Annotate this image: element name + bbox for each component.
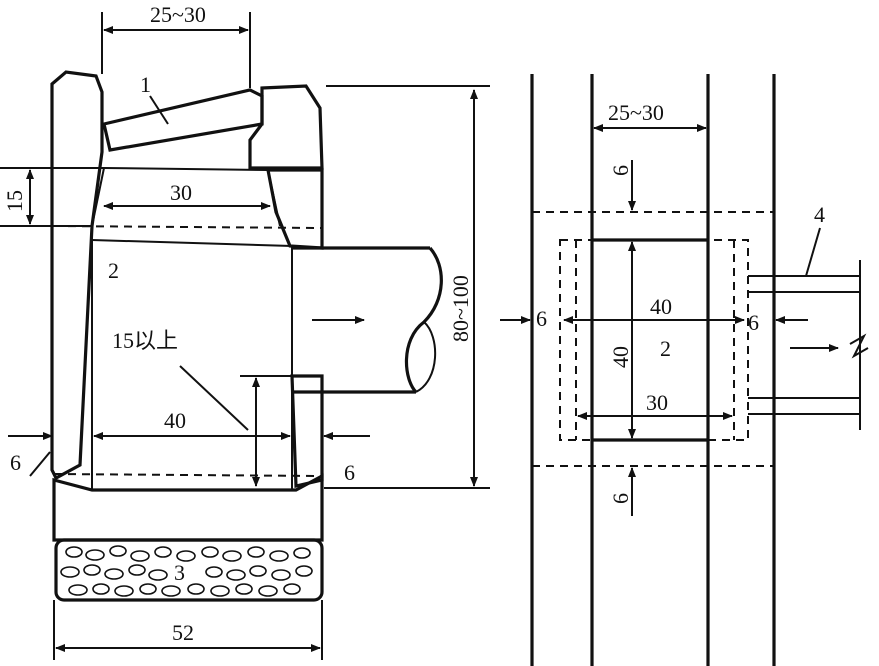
dim-bottom-width: 52 — [172, 620, 194, 645]
dim-30: 30 — [170, 180, 192, 205]
plan-dim-30: 30 — [646, 390, 668, 415]
dim-height: 80~100 — [448, 275, 473, 342]
cover-plate — [102, 88, 264, 152]
plan-chamber-2-label: 2 — [660, 336, 671, 361]
chamber-2-label: 2 — [108, 258, 119, 283]
part-4-label: 4 — [814, 202, 825, 227]
dim-15-above: 15以上 — [112, 328, 178, 353]
plan-dim-6-bottom: 6 — [608, 493, 633, 504]
part-3-label: 3 — [174, 560, 185, 585]
plan-dim-6-right: 6 — [748, 310, 759, 335]
bottom-slab — [52, 473, 324, 542]
gravel-stones — [60, 545, 313, 597]
left-wall — [50, 70, 104, 481]
plan-dim-6-top: 6 — [608, 165, 633, 176]
right-plan-view: 25~30 6 40 40 6 6 2 30 6 — [500, 74, 869, 666]
right-upper-block — [248, 84, 324, 170]
outlet-pipe — [292, 246, 443, 394]
plan-dim-40-v: 40 — [608, 346, 633, 368]
plan-dim-top-width: 25~30 — [608, 100, 664, 125]
plan-dim-6-left: 6 — [536, 306, 547, 331]
plan-outlet-pipe — [748, 260, 869, 430]
part-1-label: 1 — [140, 72, 151, 97]
dim-40: 40 — [164, 408, 186, 433]
gravel-base — [54, 538, 324, 602]
left-section-view: 25~30 1 15 30 2 15以上 40 6 6 80~100 — [0, 2, 490, 660]
dim-top-width: 25~30 — [150, 2, 206, 27]
plan-dim-40-h: 40 — [650, 294, 672, 319]
dim-6-right: 6 — [344, 460, 355, 485]
dim-15: 15 — [2, 190, 27, 212]
dim-6-left: 6 — [10, 450, 21, 475]
